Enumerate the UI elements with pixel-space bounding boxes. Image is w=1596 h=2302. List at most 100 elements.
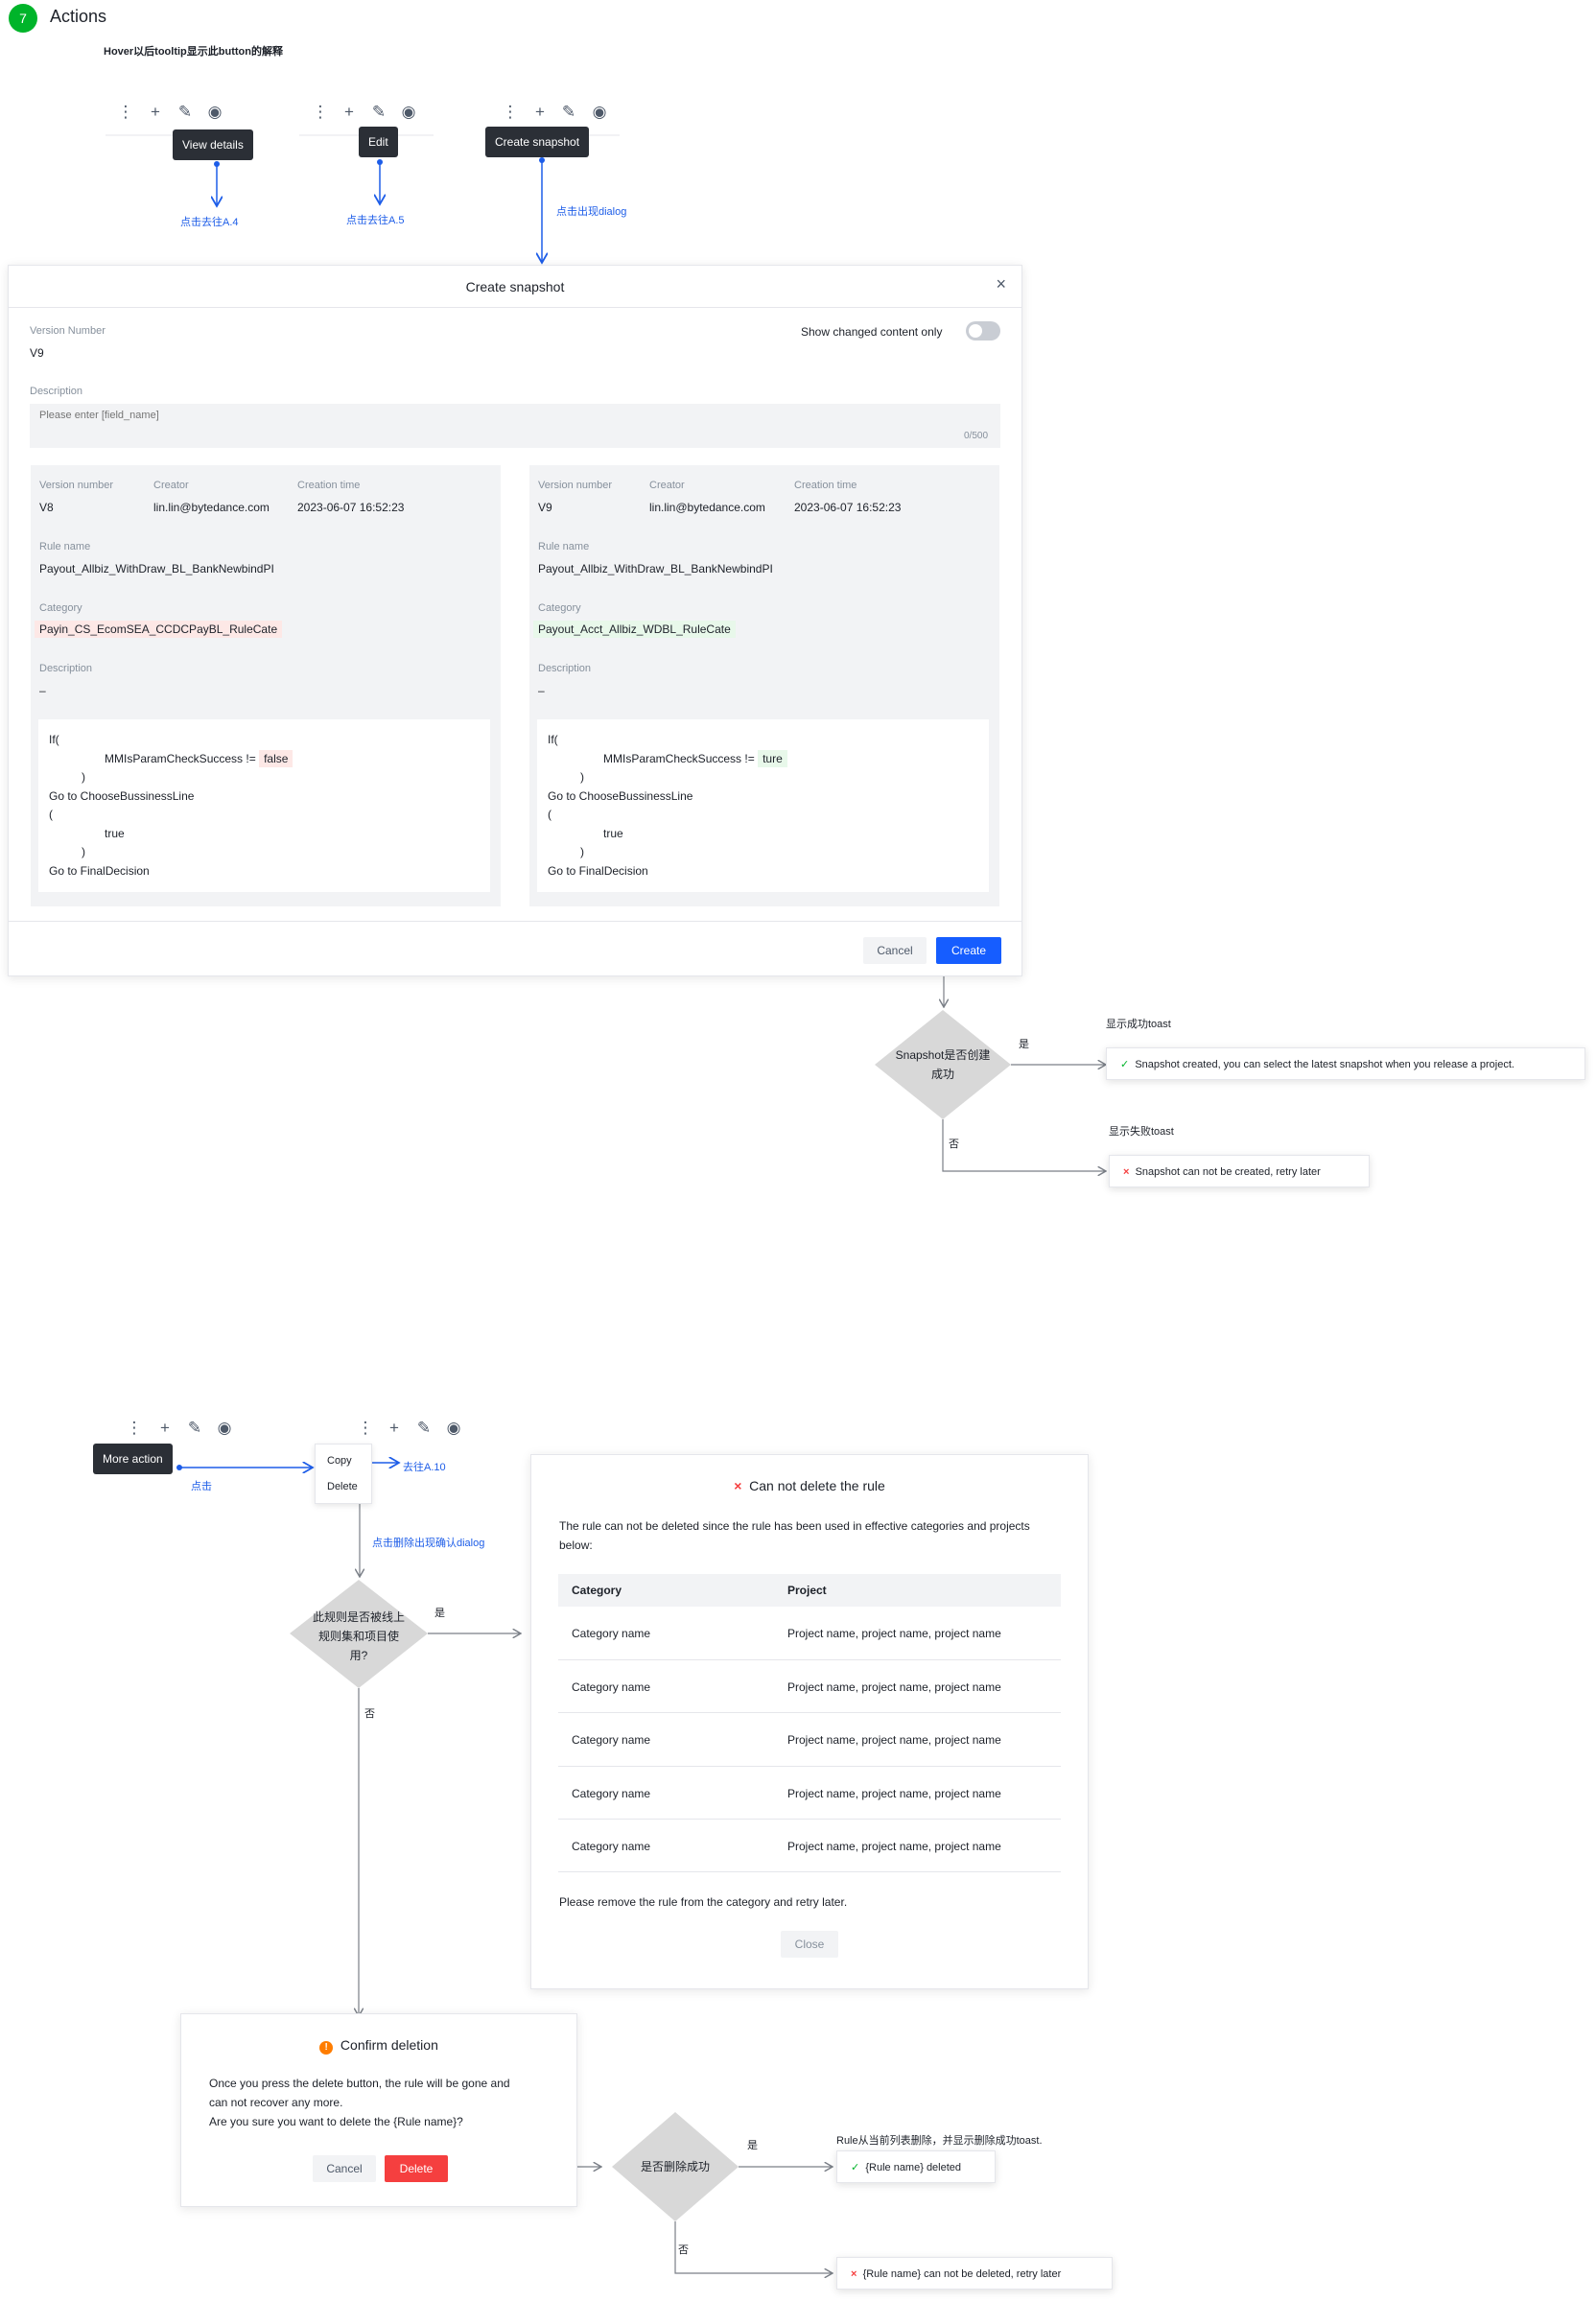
version-number-label: Version Number: [30, 325, 106, 337]
dialog-title: Create snapshot: [465, 279, 565, 294]
view-icon[interactable]: ◉: [592, 103, 607, 121]
show-changed-toggle[interactable]: [966, 321, 1000, 341]
more-icon[interactable]: ⋮: [312, 103, 329, 121]
note-click: 点击: [191, 1481, 212, 1492]
note-show-dialog: 点击出现dialog: [556, 206, 627, 218]
view-icon[interactable]: ◉: [401, 103, 416, 121]
more-icon[interactable]: ⋮: [117, 103, 134, 121]
rule-name-label: Rule name: [39, 541, 91, 552]
add-icon[interactable]: +: [151, 103, 160, 121]
category-label: Category: [39, 602, 82, 614]
version-value: V8: [39, 501, 54, 514]
category-value-changed: Payin_CS_EcomSEA_CCDCPayBL_RuleCate: [35, 621, 283, 638]
error-icon: ×: [1123, 1166, 1130, 1178]
create-snapshot-dialog: Create snapshot × Version Number V9 Show…: [8, 265, 1022, 976]
table-cell-category: Category name: [572, 1680, 651, 1694]
table-cell-project: Project name, project name, project name: [787, 1787, 1001, 1800]
branch-yes-label: 是: [747, 2140, 758, 2151]
snapshot-fail-toast: × Snapshot can not be created, retry lat…: [1109, 1155, 1370, 1187]
more-icon[interactable]: ⋮: [126, 1419, 143, 1437]
dialog-footer-text: Please remove the rule from the category…: [559, 1895, 848, 1909]
code-line: ): [580, 845, 584, 858]
success-toast-caption: 显示成功toast: [1106, 1019, 1171, 1030]
code-line: ): [82, 845, 85, 858]
edit-icon[interactable]: ✎: [416, 1419, 432, 1437]
code-line: If(: [49, 733, 59, 746]
version-number-value: V9: [30, 346, 44, 360]
menu-item-copy[interactable]: Copy: [327, 1455, 352, 1467]
warning-icon: !: [319, 2041, 334, 2055]
table-cell-project: Project name, project name, project name: [787, 1627, 1001, 1640]
section-subtitle: Hover以后tooltip显示此button的解释: [104, 46, 283, 58]
error-icon: ×: [851, 2268, 857, 2280]
toolbar-snapshot: ⋮ + ✎ ◉: [501, 103, 616, 122]
edit-icon[interactable]: ✎: [371, 103, 387, 121]
creator-label: Creator: [649, 480, 685, 491]
edit-icon[interactable]: ✎: [177, 103, 193, 121]
delete-button[interactable]: Delete: [385, 2155, 448, 2182]
decision-rule-in-use: 此规则是否被线上规则集和项目使用?: [313, 1610, 406, 1662]
dialog-body-line: can not recover any more.: [209, 2096, 343, 2109]
add-icon[interactable]: +: [535, 103, 545, 121]
cancel-button[interactable]: Cancel: [863, 937, 927, 964]
add-icon[interactable]: +: [160, 1419, 170, 1437]
tooltip-view-details: View details: [173, 129, 253, 160]
description-input[interactable]: [30, 404, 1000, 448]
branch-yes-label: 是: [434, 1608, 445, 1619]
code-line: MMIsParamCheckSuccess != ture: [603, 750, 787, 767]
code-line: (: [49, 808, 53, 821]
note-goto-a4: 点击去往A.4: [180, 217, 239, 228]
snapshot-success-toast: ✓ Snapshot created, you can select the l…: [1106, 1047, 1585, 1080]
more-icon[interactable]: ⋮: [357, 1419, 374, 1437]
check-icon: ✓: [851, 2162, 860, 2173]
rule-name-value: Payout_Allbiz_WithDraw_BL_BankNewbindPI: [39, 562, 274, 576]
code-line: Go to FinalDecision: [548, 864, 648, 878]
edit-icon[interactable]: ✎: [561, 103, 576, 121]
toolbar-edit: ⋮ + ✎ ◉: [311, 103, 426, 122]
dialog-body-text: The rule can not be deleted since the ru…: [559, 1519, 1030, 1552]
code-line: ): [82, 770, 85, 784]
toolbar-more: ⋮ + ✎ ◉: [125, 1419, 240, 1438]
changed-value: false: [259, 750, 293, 767]
toolbar-view: ⋮ + ✎ ◉: [116, 103, 231, 122]
description-value: –: [39, 684, 46, 697]
creator-label: Creator: [153, 480, 189, 491]
description-label: Description: [39, 663, 93, 674]
table-cell-category: Category name: [572, 1840, 651, 1853]
close-button[interactable]: Close: [781, 1931, 838, 1958]
cancel-button[interactable]: Cancel: [313, 2155, 376, 2182]
view-icon[interactable]: ◉: [217, 1419, 232, 1437]
view-icon[interactable]: ◉: [446, 1419, 461, 1437]
table-cell-project: Project name, project name, project name: [787, 1680, 1001, 1694]
delete-success-toast: ✓ {Rule name} deleted: [836, 2150, 996, 2183]
changed-value: ture: [758, 750, 787, 767]
code-line: If(: [548, 733, 558, 746]
rule-name-label: Rule name: [538, 541, 590, 552]
code-line: Go to ChooseBussinessLine: [49, 789, 195, 803]
version-panel-old: Version number Creator Creation time V8 …: [31, 465, 501, 906]
code-line: (: [548, 808, 552, 821]
show-changed-label: Show changed content only: [801, 325, 943, 339]
version-panel-new: Version number Creator Creation time V9 …: [529, 465, 999, 906]
tooltip-more-action: More action: [93, 1444, 173, 1474]
more-icon[interactable]: ⋮: [502, 103, 519, 121]
branch-yes-label: 是: [1019, 1039, 1029, 1050]
close-icon[interactable]: ×: [996, 274, 1006, 294]
version-value: V9: [538, 501, 552, 514]
rule-code-block: If( MMIsParamCheckSuccess != ture ) Go t…: [537, 719, 989, 892]
create-button[interactable]: Create: [936, 937, 1001, 964]
menu-item-delete[interactable]: Delete: [327, 1481, 358, 1492]
code-line: true: [105, 827, 125, 840]
section-title: Actions: [50, 7, 107, 26]
table-cell-project: Project name, project name, project name: [787, 1840, 1001, 1853]
version-label: Version number: [39, 480, 114, 491]
creation-time-label: Creation time: [794, 480, 857, 491]
view-icon[interactable]: ◉: [207, 103, 223, 121]
creator-value: lin.lin@bytedance.com: [649, 501, 765, 514]
tooltip-create-snapshot: Create snapshot: [485, 127, 590, 157]
edit-icon[interactable]: ✎: [187, 1419, 202, 1437]
dialog-header: × Can not delete the rule: [734, 1478, 885, 1493]
code-line: true: [603, 827, 623, 840]
add-icon[interactable]: +: [344, 103, 354, 121]
add-icon[interactable]: +: [389, 1419, 399, 1437]
